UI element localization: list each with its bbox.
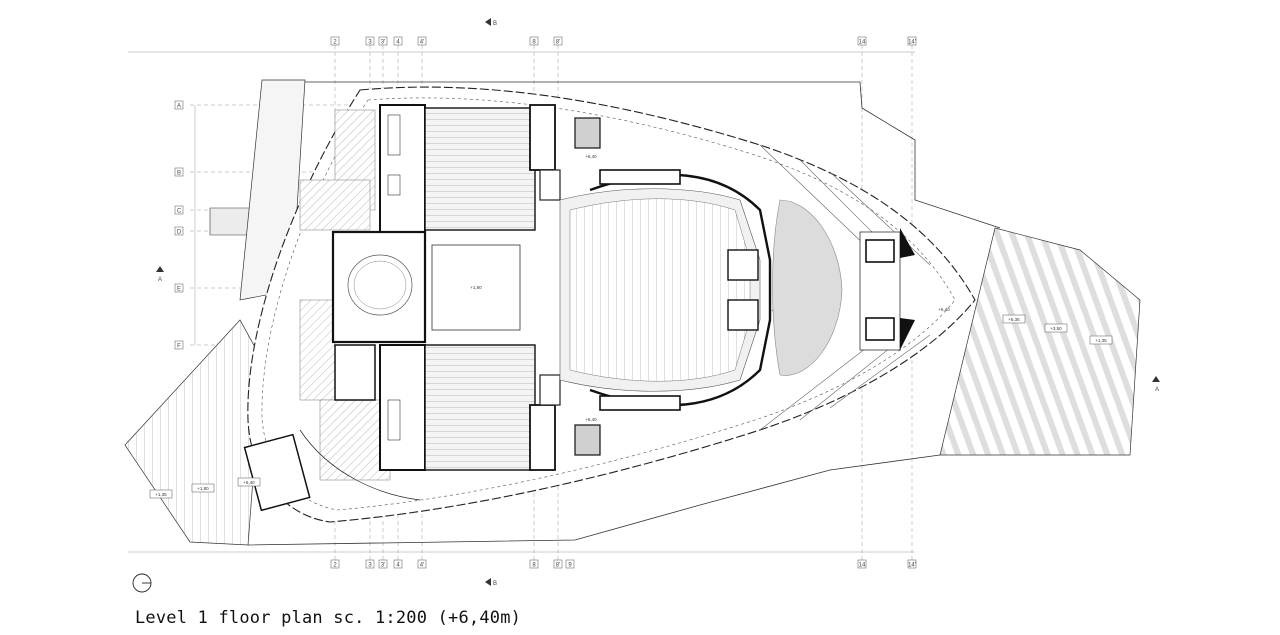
section-marker-icon [156,266,164,272]
grid-col-8-top: 8 [532,40,536,46]
section-marker-icon [485,18,491,26]
section-marker-a-left-label: A [158,277,162,283]
section-marker-icon [485,578,491,586]
east-core: +6,40 [859,228,950,351]
grid-row-c: C [177,209,182,215]
grid-col-4p-top: 4' [420,40,424,46]
west-block [243,104,426,512]
section-marker-a-right: A [1152,376,1160,393]
floor-plan-drawing: 2 3 3' 4 4' 8 8' 14 14' 2 3 3' 4 4' 8 8'… [124,18,1160,593]
grid-row-d: D [177,230,182,236]
section-marker-b-bottom-label: B [493,581,497,587]
level-tag-ramp-east-2: +3,50 [1050,326,1062,331]
grid-col-4-bottom: 4 [396,563,400,569]
stage-house: +1,90 [331,104,561,471]
grid-row-markers: A B C D E F [174,100,184,350]
auditorium: +6,40 +6,40 +6,40 [559,154,783,422]
shell-inner-line [261,97,956,511]
grid-col-2-bottom: 2 [333,563,337,569]
level-tag-ramp-east-1: +5,35 [1008,317,1020,322]
grid-col-14-top: 14 [859,40,866,46]
section-marker-b-bottom: B [485,578,497,587]
section-marker-a-left: A [156,266,164,283]
grid-row-f: F [177,344,181,350]
grid-col-4p-bottom: 4' [420,563,424,569]
level-tag-foyer-north: +6,40 [585,154,597,159]
level-tag-foyer-south: +6,40 [585,417,597,422]
grid-col-8p-bottom: 8' [556,563,560,569]
grid-col-3-bottom: 3 [368,563,372,569]
grid-col-3-top: 3 [368,40,372,46]
level-tag-ramp-west-1: +1,35 [155,492,167,497]
grid-column-markers-top: 2 3 3' 4 4' 8 8' 14 14' [330,36,917,46]
level-tag-ramp-west-3: +6,40 [243,480,255,485]
grid-column-markers-bottom: 2 3 3' 4 4' 8 8' 9 14 14' [330,559,917,569]
grid-row-e: E [177,287,181,293]
grid-col-2-top: 2 [333,40,337,46]
drawing-caption: Level 1 floor plan sc. 1:200 (+6,40m) [135,608,522,628]
grid-row-a: A [177,104,181,110]
level-tag-ramp-east-3: +1,35 [1095,338,1107,343]
section-marker-b-top: B [485,18,497,27]
section-marker-b-top-label: B [493,21,497,27]
grid-col-8-bottom: 8 [532,563,536,569]
grid-row-b: B [177,171,181,177]
grid-col-4-top: 4 [396,40,400,46]
level-tag-east-core: +6,40 [938,307,950,312]
section-marker-a-right-label: A [1155,387,1159,393]
north-arrow-icon [132,573,152,593]
grid-col-3p-bottom: 3' [381,563,385,569]
section-marker-icon [1152,376,1160,382]
grid-col-9-bottom: 9 [568,563,572,569]
foyer-void [574,117,843,456]
level-tags-ramps: +5,35 +3,50 +1,35 +1,35 +1,80 +6,40 [149,314,1113,499]
grid-col-14p-bottom: 14' [908,563,916,569]
grid-col-14p-top: 14' [908,40,916,46]
level-tag-stage: +1,90 [470,285,482,290]
grid-col-3p-top: 3' [381,40,385,46]
grid-col-14-bottom: 14 [859,563,866,569]
level-tag-ramp-west-2: +1,80 [197,486,209,491]
grid-col-8p-top: 8' [556,40,560,46]
